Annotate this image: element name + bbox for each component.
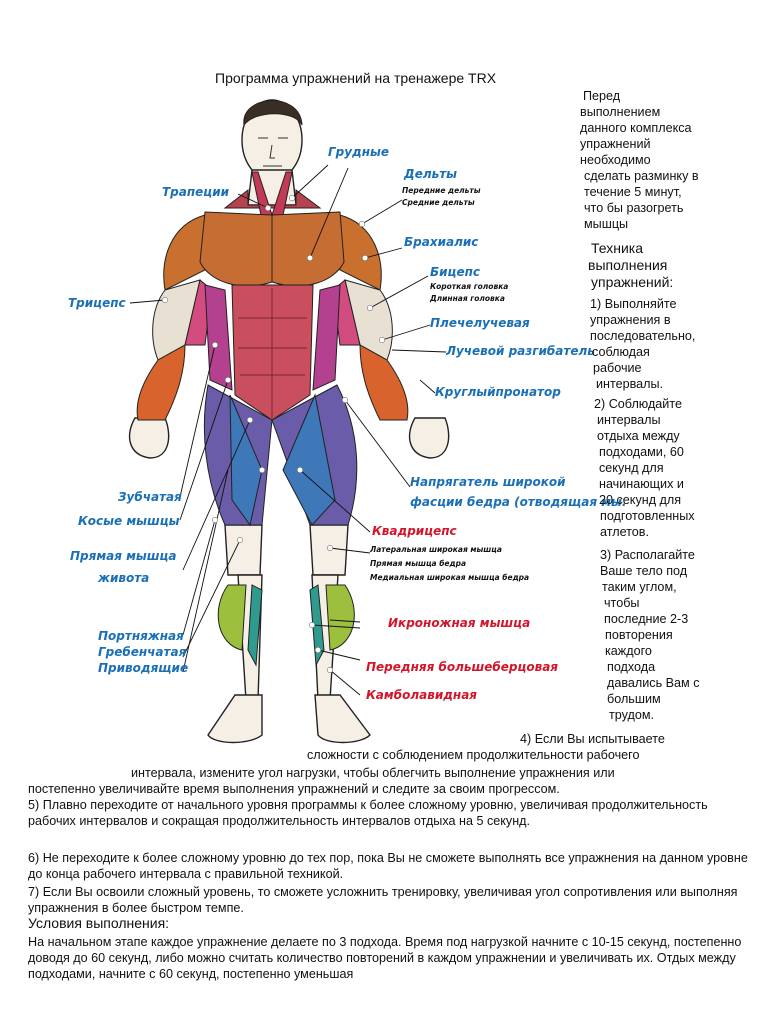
- label-pectineus: Гребенчатая: [98, 645, 187, 659]
- label-pectoral: Грудные: [328, 145, 390, 159]
- label-vastus-lateralis: Латеральная широкая мышца: [370, 545, 502, 554]
- label-obliques: Косые мышцы: [78, 514, 180, 528]
- label-triceps: Трицепс: [68, 296, 126, 310]
- label-rectus-femoris: Прямая мышца бедра: [370, 559, 466, 568]
- item-4-line-3: интервала, измените угол нагрузки, чтобы…: [131, 766, 615, 780]
- conditions-text: На начальном этапе каждое упражнение дел…: [28, 935, 742, 981]
- label-adductors: Приводящие: [98, 661, 189, 675]
- label-extensor: Лучевой разгибатель: [446, 344, 595, 358]
- item-4-line-2: сложности с соблюдением продолжительност…: [307, 748, 640, 762]
- label-biceps-short: Короткая головка: [430, 282, 509, 291]
- label-quadriceps: Квадрицепс: [372, 524, 457, 538]
- label-pronator: Круглыйпронатор: [435, 385, 561, 399]
- label-soleus: Камболавидная: [366, 688, 478, 702]
- item-5: 5) Плавно переходите от начального уровн…: [28, 798, 708, 828]
- technique-item-3: 3) Располагайте Ваше тело под таким угло…: [600, 548, 700, 722]
- technique-title: Техника выполнения упражнений:: [588, 240, 674, 290]
- label-vastus-medialis: Медиальная широкая мышца бедра: [370, 573, 530, 582]
- label-tfl-2: фасции бедра (отводящая мы.: [410, 495, 627, 509]
- label-brachialis: Брахиалис: [404, 235, 479, 249]
- label-gastrocnemius: Икроножная мышца: [388, 616, 531, 630]
- item-4-line-1: 4) Если Вы испытываете: [520, 732, 665, 746]
- label-deltoid-front: Передние дельты: [402, 186, 481, 195]
- label-serratus: Зубчатая: [118, 490, 182, 504]
- label-trapezius: Трапеции: [162, 185, 230, 199]
- item-7: 7) Если Вы освоили сложный уровень, то с…: [28, 885, 738, 915]
- item-4-line-4: постепенно увеличивайте время выполнения…: [28, 782, 560, 796]
- label-biceps: Бицепс: [430, 265, 480, 279]
- label-tibialis: Передняя большеберцовая: [366, 660, 559, 674]
- label-rectus-2: живота: [98, 571, 150, 585]
- technique-item-2: 2) Соблюдайте интервалы отдыха между под…: [594, 397, 695, 539]
- label-deltoid: Дельты: [404, 167, 458, 181]
- label-brachioradialis: Плечелучевая: [430, 316, 530, 330]
- label-rectus-1: Прямая мышца: [70, 549, 177, 563]
- page-title: Программа упражнений на тренажере TRX: [215, 70, 497, 86]
- label-sartorius: Портняжная: [98, 629, 184, 643]
- label-deltoid-middle: Средние дельты: [402, 198, 475, 207]
- warmup-text: Перед выполнением данного комплекса упра…: [580, 89, 699, 231]
- conditions-title: Условия выполнения:: [28, 915, 170, 931]
- technique-item-1: 1) Выполняйте упражнения в последователь…: [590, 297, 696, 391]
- label-tfl-1: Напрягатель широкой: [410, 475, 566, 489]
- label-biceps-long: Длинная головка: [430, 294, 505, 303]
- item-6: 6) Не переходите к более сложному уровню…: [28, 851, 748, 881]
